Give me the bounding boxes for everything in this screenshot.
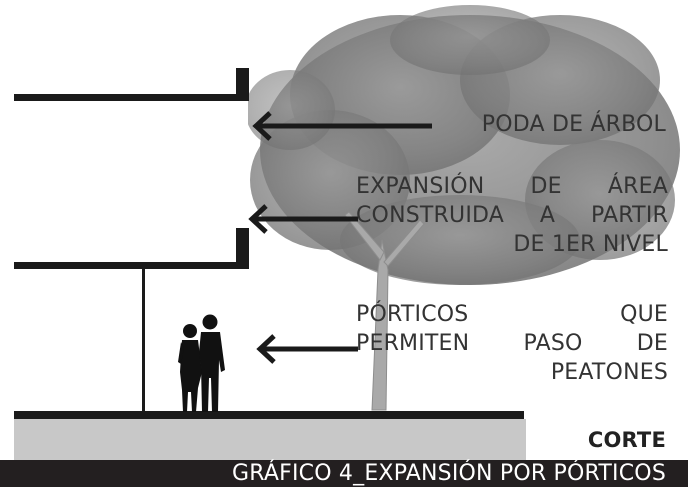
ground-fill xyxy=(14,419,526,460)
label-corte: CORTE xyxy=(587,428,666,452)
label-expansion-line-1: EXPANSIÓN DE ÁREA xyxy=(356,174,668,199)
label-que-word: QUE xyxy=(620,302,668,327)
ground-slab-line xyxy=(14,411,524,419)
label-porticos-line-1: PÓRTICOS QUE xyxy=(356,300,668,329)
label-expansion-area: EXPANSIÓN DE ÁREA CONSTRUIDA A PARTIR DE… xyxy=(356,172,668,259)
label-expansion-line-3: DE 1ER NIVEL xyxy=(513,232,668,257)
label-porticos-line-2: PERMITEN PASO DE xyxy=(356,329,668,358)
arrow-poda xyxy=(252,111,432,141)
label-permiten-word: PERMITEN xyxy=(356,331,470,356)
building-volume xyxy=(14,68,249,269)
tree-canopy xyxy=(245,5,680,285)
portico-column xyxy=(142,269,145,413)
label-porticos: PÓRTICOS QUE PERMITEN PASO DE PEATONES xyxy=(356,300,668,387)
caption-bar: GRÁFICO 4_EXPANSIÓN POR PÓRTICOS xyxy=(0,460,688,487)
arrow-expansion xyxy=(248,204,358,234)
label-de-word: DE xyxy=(636,331,668,356)
figure-caption: GRÁFICO 4_EXPANSIÓN POR PÓRTICOS xyxy=(232,461,666,486)
label-expansion-line-2: CONSTRUIDA A PARTIR xyxy=(356,203,668,228)
arrow-porticos xyxy=(256,334,358,364)
label-porticos-line-3: PEATONES xyxy=(550,360,668,385)
label-porticos-word: PÓRTICOS xyxy=(356,302,469,327)
label-poda-de-arbol: PODA DE ÁRBOL xyxy=(481,112,666,137)
pedestrians xyxy=(178,314,225,412)
label-paso-word: PASO xyxy=(523,331,583,356)
tree-trunk xyxy=(344,211,425,411)
